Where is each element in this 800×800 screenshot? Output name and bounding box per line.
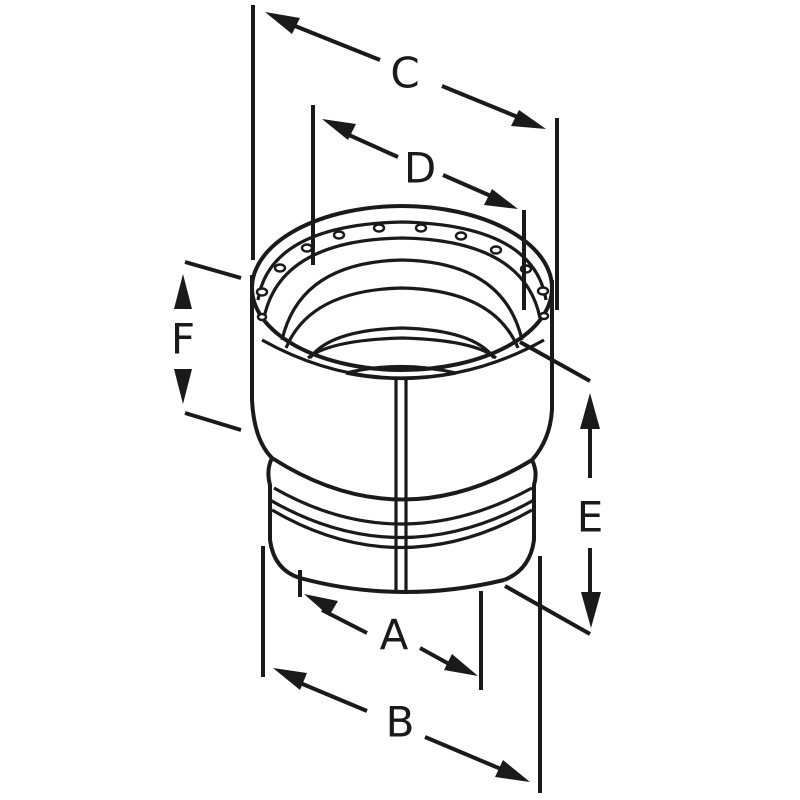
dimension-line [284, 20, 381, 62]
dimension-label-d: D [404, 144, 436, 193]
extension-line [184, 411, 242, 432]
lower-collar-right [503, 459, 538, 582]
arrowhead-icon [265, 12, 300, 34]
arrowhead-icon [495, 760, 530, 782]
lower-bottom-edge [299, 576, 505, 595]
arrowhead-icon [273, 668, 307, 690]
arrowhead-icon [174, 274, 192, 309]
dimension-d: D [311, 105, 526, 310]
extension-line [519, 340, 591, 383]
rim-hole [536, 286, 550, 296]
dimension-b: B [261, 546, 542, 793]
dimension-label-a: A [380, 611, 409, 660]
rim-hole [256, 312, 268, 322]
dimension-label-b: B [386, 698, 415, 747]
inner-ring-3 [308, 326, 496, 359]
dimension-line [424, 735, 509, 774]
top-rim-ring-1 [256, 220, 548, 301]
rim-hole [538, 311, 550, 321]
arrowhead-icon [174, 369, 192, 404]
extension-line [504, 584, 591, 636]
collar-band-1 [273, 486, 533, 526]
arrowhead-icon [484, 189, 518, 209]
arrowhead-icon [511, 110, 546, 129]
upper-body-left-wall [250, 275, 274, 460]
bottom-opening-top [345, 364, 457, 375]
top-rim-ring-2 [262, 236, 542, 319]
inner-bowl-lower [261, 338, 545, 380]
rim-hole [454, 231, 468, 241]
arrowhead-icon [322, 119, 356, 140]
collar-band-2 [269, 498, 535, 540]
rim-hole [372, 223, 386, 233]
rim-hole [300, 243, 314, 253]
dimension-label-f: F [171, 315, 195, 364]
upper-body-right-wall [530, 280, 554, 462]
inner-ring-4 [306, 336, 498, 360]
dimension-label-c: C [390, 49, 419, 98]
rim-hole [489, 245, 503, 255]
collar-band-3 [271, 508, 533, 549]
rim-hole [414, 223, 428, 233]
fitting-body [250, 204, 554, 595]
inner-ring-2 [284, 286, 520, 349]
dimension-line [441, 84, 526, 122]
inner-ring-1 [280, 258, 524, 341]
lower-collar-left [266, 457, 301, 580]
rim-hole [332, 230, 346, 240]
dimension-line [292, 678, 368, 713]
bottom-opening-bottom [345, 371, 457, 381]
arrowhead-icon [581, 592, 601, 628]
arrowhead-icon [580, 393, 600, 429]
dimension-label-e: E [577, 493, 604, 542]
dimension-f: F [171, 260, 242, 432]
dimension-a: A [298, 570, 483, 690]
dimension-c: C [251, 5, 559, 310]
arrowhead-icon [444, 654, 478, 676]
top-rim-outer [250, 204, 554, 372]
dimension-e: E [504, 340, 604, 636]
arrowhead-icon [304, 594, 338, 616]
extension-line [184, 260, 242, 280]
upper-body-bottom-edge [270, 456, 534, 502]
rim-hole [255, 287, 269, 297]
rim-hole [273, 263, 287, 273]
